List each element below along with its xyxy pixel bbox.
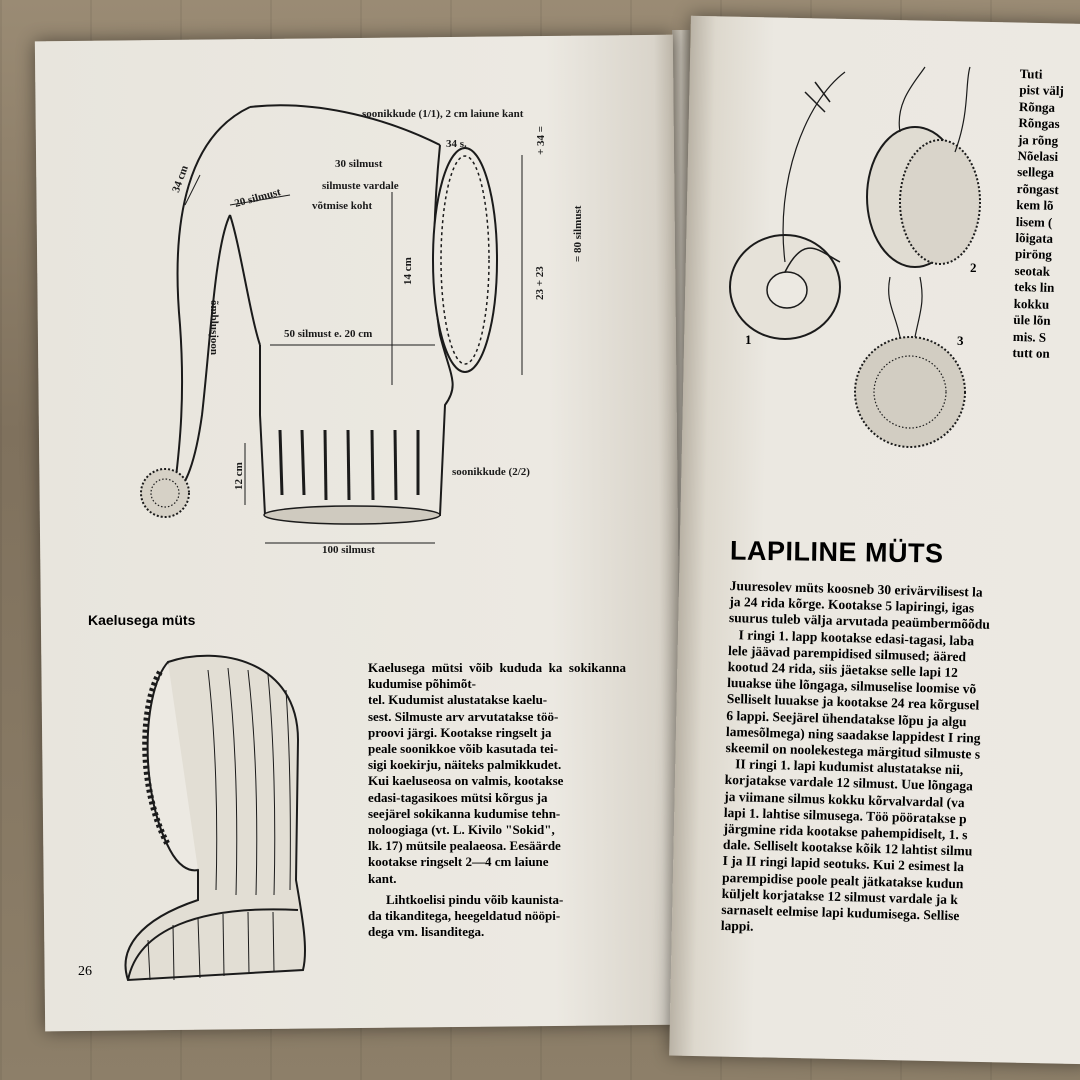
patchwork-hat-instructions: Juuresolev müts koosneb 30 erivärvilises… [720, 578, 991, 934]
figure-caption: Kaelusega müts [88, 612, 196, 628]
label-rib-top: soonikkude (1/1), 2 cm laiune kant [362, 108, 524, 120]
figure-number-1: 1 [745, 332, 752, 347]
label-on-needle: silmuste vardale [322, 180, 399, 192]
hooded-hat-illustration [124, 654, 307, 982]
label-34s: 34 s. [446, 138, 467, 150]
pompom-instructions-text: Tuti pist välj Rõnga Rõngas ja rõng Nõel… [1012, 66, 1064, 361]
label-14cm: 14 cm [402, 257, 414, 285]
label-80-stitches: = 80 silmust [572, 205, 584, 262]
label-50-stitches: 50 silmust e. 20 cm [284, 328, 373, 340]
decoration-paragraph: Lihtkoelisi pindu võib kaunista- da tika… [368, 892, 564, 940]
label-pickup-point: võtmise koht [312, 200, 373, 212]
label-plus34: + 34 = [535, 125, 547, 155]
figure-number-3: 3 [957, 333, 964, 348]
label-sum: 23 + 23 [534, 266, 546, 300]
section-heading: LAPILINE MÜTS [729, 535, 944, 569]
pompom-making-illustration [729, 66, 981, 448]
page-number: 26 [78, 964, 92, 979]
hood-with-tassel-diagram [140, 104, 523, 544]
label-100-stitches: 100 silmust [322, 544, 375, 556]
label-rib-bottom: soonikkude (2/2) [452, 466, 530, 478]
hood-instructions-paragraph: Kaelusega mütsi võib kududa ka sokikanna… [368, 660, 626, 886]
label-seam-line: õmblusjoon [208, 300, 220, 356]
label-30-stitches: 30 silmust [335, 158, 383, 170]
figure-number-2: 2 [970, 260, 977, 275]
label-12cm: 12 cm [233, 462, 245, 490]
